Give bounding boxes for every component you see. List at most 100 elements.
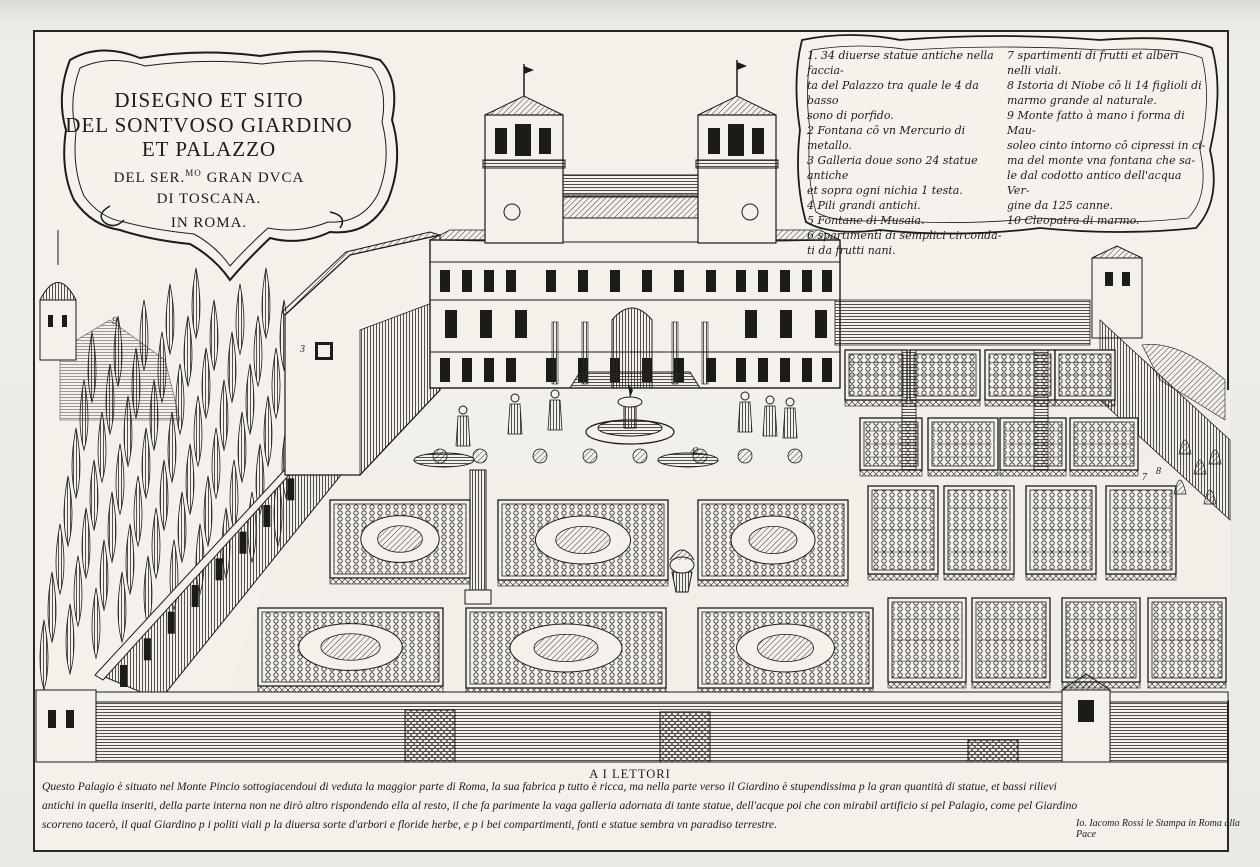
wall-niche <box>215 558 223 581</box>
label-number-8: 8 <box>1156 466 1161 477</box>
palace-window <box>515 310 527 338</box>
cypress-tree <box>191 267 201 340</box>
parterre-border <box>927 469 999 477</box>
parterre-fountain <box>320 633 381 661</box>
palace-window <box>758 270 768 292</box>
parterre-fountain <box>757 634 814 663</box>
cypress-tree <box>263 395 273 468</box>
wall-niche <box>191 585 199 607</box>
figure-head <box>550 389 560 399</box>
garden-obelisk <box>464 469 492 605</box>
wall-niche <box>167 611 175 634</box>
title-line-4-suffix: GRAN DVCA <box>201 170 305 186</box>
palace-window <box>674 358 684 382</box>
niobe-statue <box>1208 449 1222 465</box>
title-line-6: IN ROMA. <box>170 215 248 231</box>
figure-head <box>458 405 468 415</box>
parterre-border <box>1069 469 1139 477</box>
cypress-tree <box>219 379 229 452</box>
cypress-grove <box>39 267 299 692</box>
figure-head <box>765 395 775 405</box>
legend-entry: 5 Fontane di Musaia. <box>807 214 925 227</box>
cypress-tree <box>39 619 49 692</box>
title-cartouche-frame <box>60 49 399 282</box>
palace-window <box>780 310 792 338</box>
cypress-tree <box>203 475 213 548</box>
cypress-tree <box>261 267 271 340</box>
palace-window <box>706 358 716 382</box>
wall-niche <box>143 638 151 661</box>
legend-entry: 8 Istoria di Niobe cō li 14 figlioli di <box>1007 79 1202 92</box>
lettori-text-line-2: antichi in quella inseriti, della parte … <box>42 799 1078 812</box>
palace-window <box>802 270 812 292</box>
title-line-4-prefix: DEL SER. <box>113 170 186 186</box>
palace-window <box>578 270 588 292</box>
title-cartouche: DISEGNO ET SITO DEL SONTVOSO GIARDINO ET… <box>34 26 384 256</box>
legend-entry: 10 Cleopatra di marmo. <box>1007 214 1140 227</box>
title-line-5: DI TOSCANA. <box>156 191 262 207</box>
palace-window <box>440 358 450 382</box>
parterre-border <box>1105 573 1177 581</box>
cypress-tree <box>227 331 237 404</box>
parterre-border <box>257 685 444 693</box>
legend-entry: nelli viali. <box>1007 64 1062 77</box>
cypress-tree <box>209 299 219 372</box>
legend-entry: le dal codotto antico dell'acqua Ver- <box>1007 169 1182 197</box>
cypress-tree <box>271 347 281 420</box>
palace-window <box>462 270 472 292</box>
parterre-border <box>887 681 967 689</box>
left-domed-tower <box>39 230 77 361</box>
palace-window <box>815 310 827 338</box>
palace-window <box>736 358 746 382</box>
title-line-3: ET PALAZZO <box>141 137 277 161</box>
palace-window <box>610 270 620 292</box>
palace-window <box>736 270 746 292</box>
figure-body <box>455 415 471 447</box>
topiary-shrub <box>532 448 548 464</box>
topiary-shrub <box>787 448 803 464</box>
cypress-tree <box>159 459 169 532</box>
label-number-2: 2 <box>693 446 698 457</box>
loggia-column <box>551 321 559 385</box>
palace-window <box>780 358 790 382</box>
cypress-tree <box>193 395 203 468</box>
parterre-fountain <box>555 526 611 555</box>
legend-column-right: 7 spartimenti di frutti et alberi nelli … <box>1007 48 1207 228</box>
cypress-tree <box>133 475 143 548</box>
pergola-walk <box>901 349 917 471</box>
strolling-figures <box>455 389 798 447</box>
cypress-tree <box>235 283 245 356</box>
topiary-shrub <box>632 448 648 464</box>
legend-entry: gine da 125 canne. <box>1007 199 1114 212</box>
title-line-1: DISEGNO ET SITO <box>114 88 304 112</box>
parterre-border <box>909 399 981 407</box>
legend-entry: ti da frutti nani. <box>807 244 896 257</box>
cypress-tree <box>91 587 101 660</box>
figure-body <box>762 405 778 437</box>
cypress-tree <box>253 315 263 388</box>
parterre-border <box>329 577 471 585</box>
villa-medici-palace <box>429 60 841 389</box>
parterre-border <box>697 579 849 587</box>
cypress-tree <box>107 491 117 564</box>
parterre-border <box>859 469 923 477</box>
palace-window <box>546 270 556 292</box>
parterre-border <box>1054 399 1116 407</box>
title-line-4: DEL SER.MO GRAN DVCA <box>34 168 384 187</box>
parterre-fountain <box>377 525 423 553</box>
topiary-shrub <box>582 448 598 464</box>
wall-niche <box>263 505 271 527</box>
right-tower-and-wall <box>834 245 1231 521</box>
figure-head <box>785 397 795 407</box>
title-line-4-superscript: MO <box>185 168 202 178</box>
legend-entry: ma del monte vna fontana che sa- <box>1007 154 1196 167</box>
figure-body <box>782 407 798 439</box>
palace-window <box>642 270 652 292</box>
parterre-border <box>999 469 1067 477</box>
parterre-border <box>867 573 939 581</box>
palace-window <box>674 270 684 292</box>
palace-window <box>506 270 516 292</box>
cypress-tree <box>47 571 57 644</box>
palace-window <box>706 270 716 292</box>
